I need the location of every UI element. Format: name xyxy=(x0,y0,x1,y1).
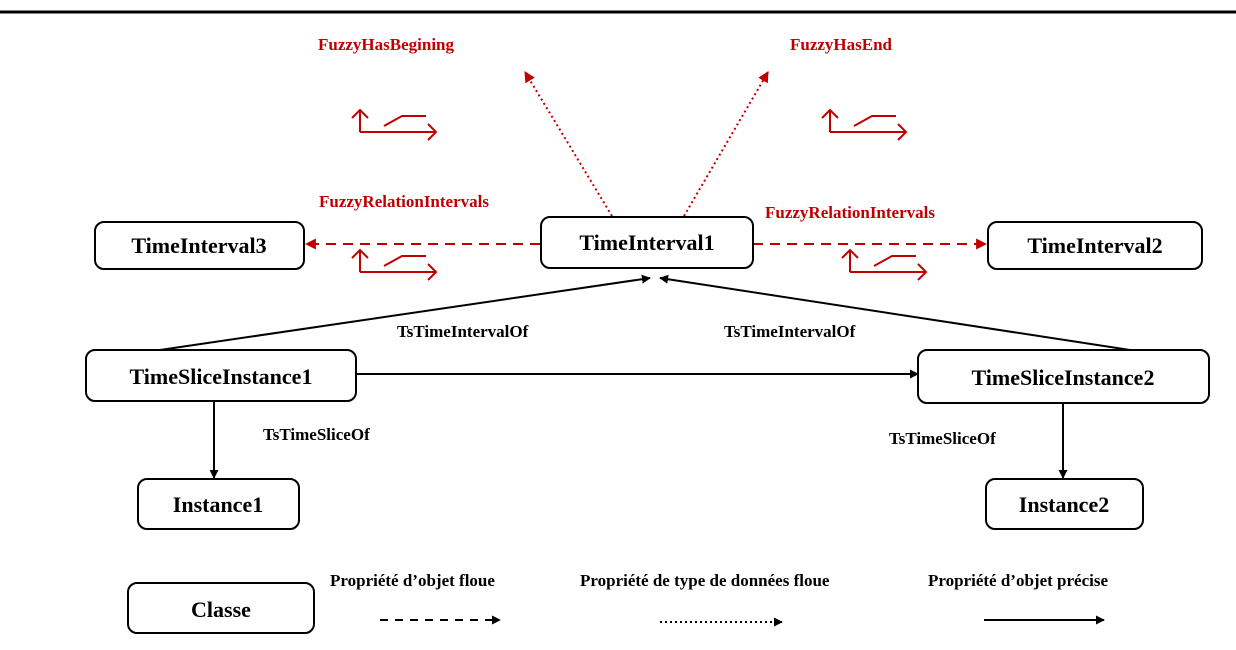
legend: Classe Propriété d’objet floue Propriété… xyxy=(127,571,1108,634)
edge-fuzzy-has-begining xyxy=(524,71,613,217)
legend-class-label: Classe xyxy=(191,597,251,622)
fuzzy-glyph-2 xyxy=(821,109,907,141)
legend-crisp-object-property-label: Propriété d’objet précise xyxy=(928,571,1108,590)
legend-class-sample: Classe xyxy=(127,582,315,634)
node-label: TimeInterval1 xyxy=(579,230,714,255)
node-time-slice-instance1[interactable]: TimeSliceInstance1 xyxy=(85,349,357,402)
legend-fuzzy-datatype-property-label: Propriété de type de données floue xyxy=(580,571,830,590)
node-label: TimeSliceInstance1 xyxy=(130,364,313,389)
label-fuzzy-has-begining: FuzzyHasBegining xyxy=(318,35,455,54)
node-time-interval3[interactable]: TimeInterval3 xyxy=(94,221,305,270)
node-label: Instance2 xyxy=(1019,492,1109,517)
fuzzy-glyph-4 xyxy=(841,249,927,281)
fuzzy-glyph-1 xyxy=(351,109,437,141)
node-label: Instance1 xyxy=(173,492,263,517)
fuzzy-glyph-3 xyxy=(351,249,437,281)
node-time-interval2[interactable]: TimeInterval2 xyxy=(987,221,1203,270)
label-fuzzy-has-end: FuzzyHasEnd xyxy=(790,35,893,54)
node-time-interval1[interactable]: TimeInterval1 xyxy=(540,216,754,269)
node-label: TimeInterval3 xyxy=(131,233,266,258)
edge-ts-time-interval-of-left xyxy=(159,274,651,351)
label-ts-time-interval-of-left: TsTimeIntervalOf xyxy=(397,322,529,341)
node-instance2[interactable]: Instance2 xyxy=(985,478,1144,530)
edge-ts-time-interval-of-right xyxy=(659,274,1131,351)
node-label: TimeInterval2 xyxy=(1027,233,1162,258)
label-fuzzy-relation-intervals-left: FuzzyRelationIntervals xyxy=(319,192,489,211)
label-ts-time-slice-of-left: TsTimeSliceOf xyxy=(263,425,370,444)
node-label: TimeSliceInstance2 xyxy=(972,365,1155,390)
node-instance1[interactable]: Instance1 xyxy=(137,478,300,530)
label-fuzzy-relation-intervals-right: FuzzyRelationIntervals xyxy=(765,203,935,222)
legend-fuzzy-object-property-label: Propriété d’objet floue xyxy=(330,571,495,590)
label-ts-time-slice-of-right: TsTimeSliceOf xyxy=(889,429,996,448)
edge-fuzzy-has-end xyxy=(683,71,769,217)
label-ts-time-interval-of-right: TsTimeIntervalOf xyxy=(724,322,856,341)
node-time-slice-instance2[interactable]: TimeSliceInstance2 xyxy=(917,349,1210,404)
